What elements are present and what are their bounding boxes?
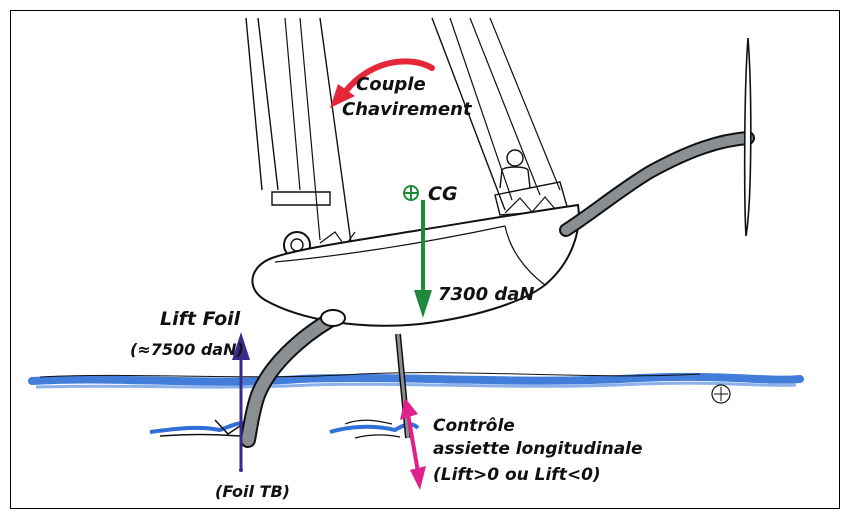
foil-tb-label: (Foil TB)	[215, 482, 290, 501]
weight-label: 7300 daN	[438, 284, 534, 305]
pitch-control-arrow	[400, 398, 426, 490]
couple-label-line2: Chavirement	[342, 99, 473, 120]
control-label-line2: assiette longitudinale	[433, 439, 643, 459]
control-label-line3: (Lift>0 ou Lift<0)	[433, 465, 601, 485]
control-label-line1: Contrôle	[433, 416, 515, 436]
signature-icon	[712, 385, 730, 403]
hull	[252, 205, 578, 326]
lift-value-label: (≈7500 daN)	[130, 340, 244, 359]
crew-figure	[500, 150, 530, 188]
stern-foil	[745, 38, 751, 236]
lift-foil-label: Lift Foil	[160, 308, 241, 330]
water-surface	[32, 373, 800, 387]
foil-splash-left	[150, 420, 250, 436]
cg-label: CG	[428, 183, 458, 205]
couple-label-line1: Couple	[356, 74, 426, 95]
